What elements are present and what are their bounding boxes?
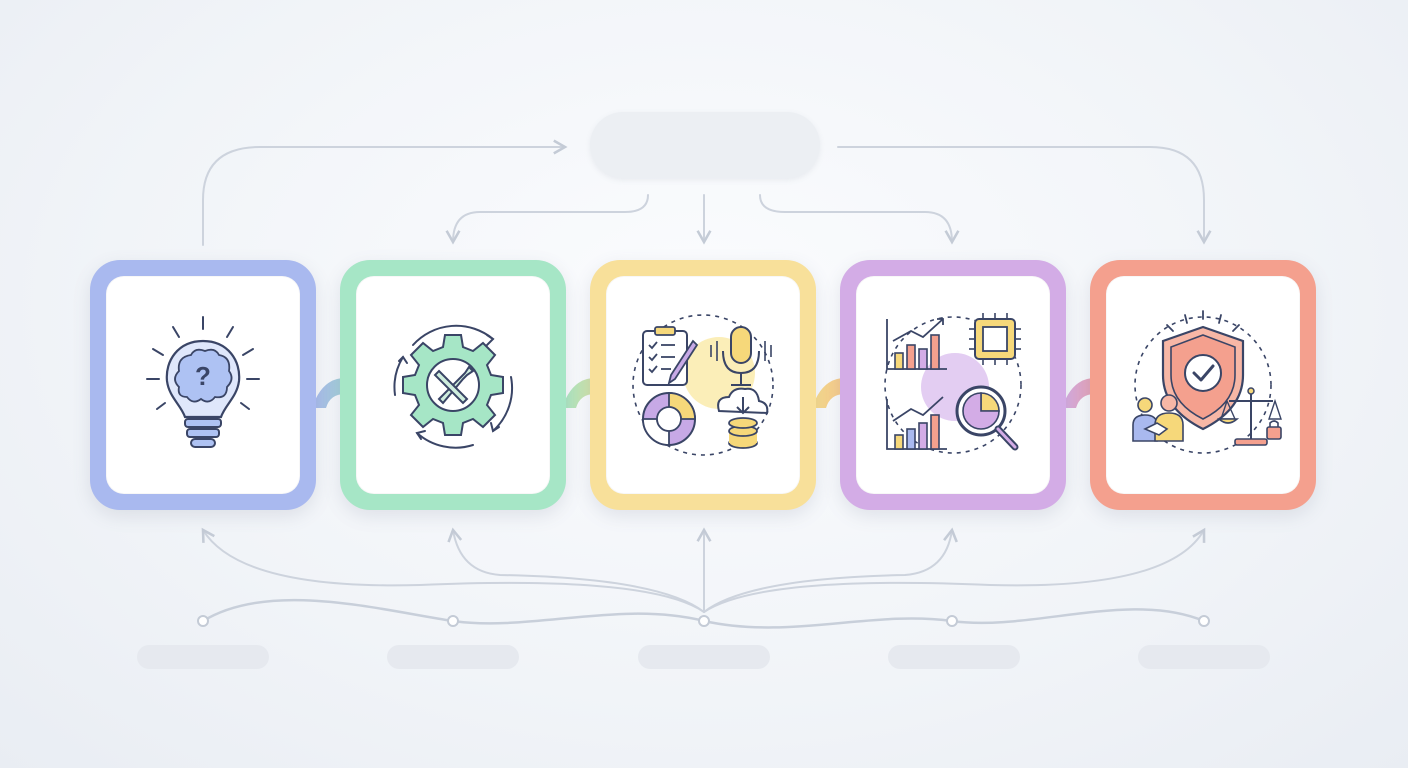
stage-card-data-collection[interactable] <box>590 260 816 510</box>
top-connector-1 <box>202 139 568 246</box>
top-connector-3 <box>445 194 649 245</box>
shield-check-icon <box>1132 310 1282 454</box>
stage-inner-data-collection <box>606 276 800 494</box>
top-connector-2 <box>837 146 1212 245</box>
stage-inner-engineering <box>356 276 550 494</box>
svg-text:?: ? <box>195 361 211 391</box>
gear-tools-icon <box>393 324 514 449</box>
stage-card-analytics[interactable] <box>840 260 1066 510</box>
bottom-connector-5 <box>703 527 1206 613</box>
stage-label-4 <box>888 645 1020 669</box>
stage-label-2 <box>387 645 519 669</box>
timeline-node-5 <box>1198 615 1210 627</box>
stage-inner-analytics <box>856 276 1050 494</box>
timeline-node-3 <box>698 615 710 627</box>
bottom-connector-4 <box>703 527 958 613</box>
timeline-node-4 <box>946 615 958 627</box>
stage-inner-insight: ? <box>106 276 300 494</box>
stage-card-engineering[interactable] <box>340 260 566 510</box>
timeline-node-1 <box>197 615 209 627</box>
stage-label-5 <box>1138 645 1270 669</box>
data-collection-icon <box>632 314 774 456</box>
bottom-connector-2 <box>447 527 705 613</box>
analytics-icon <box>884 313 1022 454</box>
stage-card-insight[interactable]: ? <box>90 260 316 510</box>
timeline-node-2 <box>447 615 459 627</box>
stage-inner-trust-compliance <box>1106 276 1300 494</box>
stage-label-1 <box>137 645 269 669</box>
bottom-connector-1 <box>201 527 705 613</box>
top-connector-5 <box>759 194 960 245</box>
lightbulb-brain-icon: ? <box>146 316 260 448</box>
hub-pill <box>590 112 820 178</box>
stage-card-trust-compliance[interactable] <box>1090 260 1316 510</box>
stage-label-3 <box>638 645 770 669</box>
